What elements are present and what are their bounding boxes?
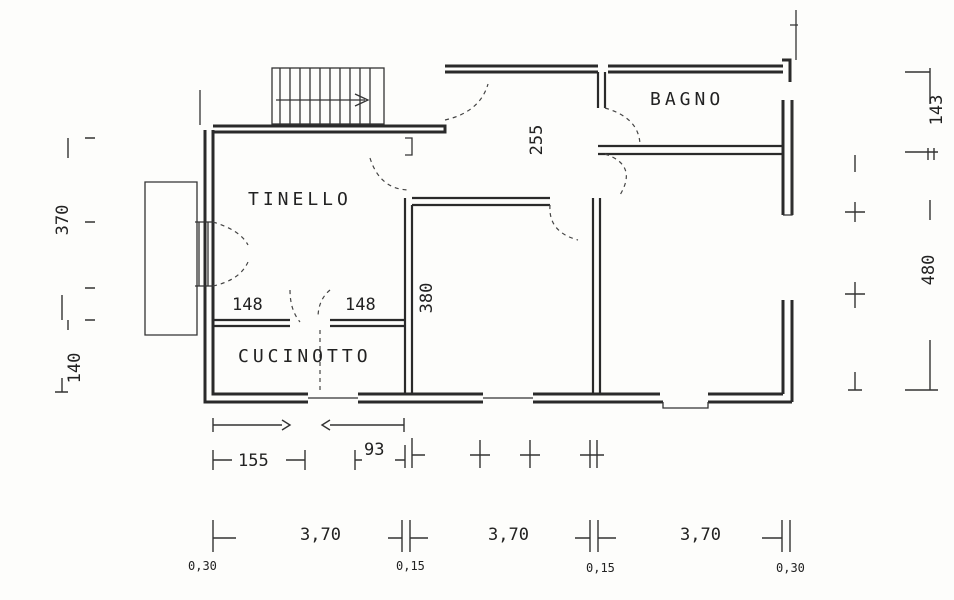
interior-walls [213,72,783,394]
scale-span-1: 3,70 [300,525,341,545]
room-label-tinello: TINELLO [248,189,352,210]
scale-row [212,520,791,552]
stairs [271,67,385,125]
dimension-room-height: 380 [417,283,437,314]
scale-wall-4: 0,30 [776,561,805,575]
dimension-bath-height: 143 [927,95,947,126]
dimension-corridor: 255 [527,125,547,156]
bottom-dimension-chain [212,418,604,470]
door-swings [289,83,641,392]
scale-span-3: 3,70 [680,525,721,545]
scale-wall-3: 0,15 [586,561,615,575]
room-label-cucinotto: CUCINOTTO [238,346,372,367]
left-balcony [144,181,249,336]
scale-span-2: 3,70 [488,525,529,545]
dimension-bottom-left: 155 [238,451,269,471]
dimension-left-top: 370 [53,205,73,236]
dimension-total-height: 480 [919,255,939,286]
room-label-bagno: BAGNO [650,89,724,110]
dimension-bottom-mid: 93 [364,440,384,460]
dimension-left-bottom: 140 [65,353,85,384]
outer-walls [199,10,798,409]
scale-wall-2: 0,15 [396,559,425,573]
dimension-kitchen-right: 148 [345,295,376,315]
dimension-kitchen-left: 148 [232,295,263,315]
right-dimension-chain [845,68,938,391]
scale-wall-1: 0,30 [188,559,217,573]
left-dimension-chain [55,137,95,393]
